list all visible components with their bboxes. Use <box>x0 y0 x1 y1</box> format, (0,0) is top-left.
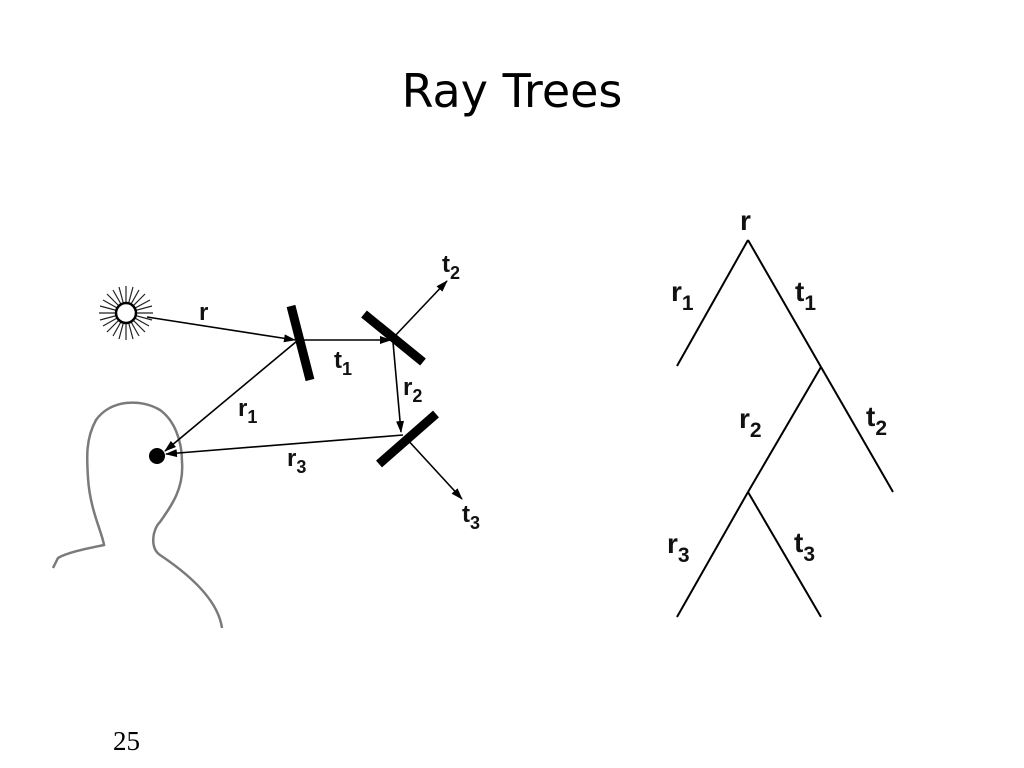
label-r2: r2 <box>403 374 422 406</box>
label-r1: r1 <box>238 395 257 427</box>
ray-t2 <box>392 280 448 339</box>
viewer-head-outline <box>51 401 224 629</box>
tree-label-r3: r3 <box>667 528 690 567</box>
light-source-icon <box>99 286 153 340</box>
tree-edge-t2 <box>820 366 894 493</box>
ray-r <box>146 316 296 343</box>
tree-label-t2: t2 <box>866 401 887 440</box>
page-number: 25 <box>113 726 140 756</box>
tree-edge-r3 <box>676 491 749 618</box>
slide-title: Ray Trees <box>401 64 623 118</box>
tree-edge-t1 <box>747 239 822 368</box>
ray-labels: r r1 t1 r2 t2 r3 t3 <box>199 251 480 533</box>
tree-label-r2: r2 <box>739 403 762 442</box>
ray-tree <box>676 239 894 618</box>
viewer-eye <box>149 448 165 464</box>
ray-r3 <box>165 434 404 458</box>
ray-r1 <box>164 340 298 452</box>
ray-tree-labels: r r1 t1 r2 t2 r3 t3 <box>667 205 887 567</box>
surface-1 <box>286 304 315 382</box>
ray-r2 <box>392 341 405 433</box>
label-r3: r3 <box>287 445 306 477</box>
ray-t3 <box>404 436 463 500</box>
tree-edge-r2 <box>747 366 822 493</box>
tree-label-t1: t1 <box>795 276 816 315</box>
label-r: r <box>199 299 208 326</box>
label-t3: t3 <box>462 501 480 533</box>
tree-label-r1: r1 <box>671 276 694 315</box>
tree-label-t3: t3 <box>794 527 815 566</box>
tree-label-root: r <box>740 205 751 236</box>
rays <box>146 280 463 500</box>
tree-edge-r1 <box>676 239 749 367</box>
label-t2: t2 <box>442 251 460 283</box>
tree-edge-t3 <box>747 491 822 618</box>
surfaces <box>286 304 439 468</box>
label-t1: t1 <box>334 347 352 379</box>
